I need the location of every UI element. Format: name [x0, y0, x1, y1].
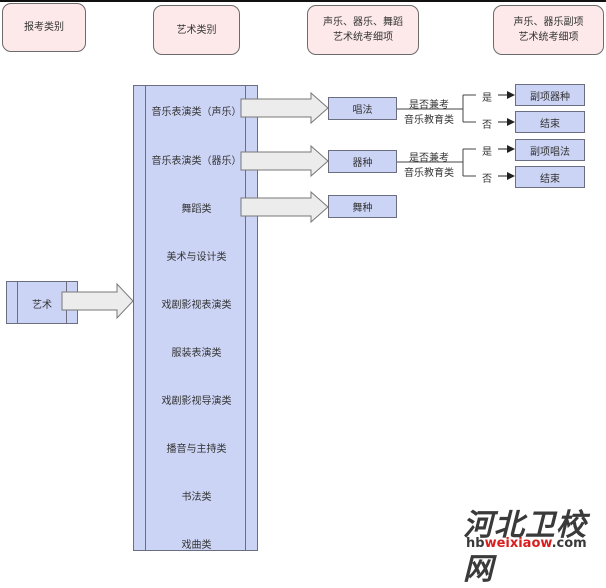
header-detail: 声乐、器乐、舞蹈 艺术统考细项	[307, 5, 419, 55]
detail-node-singing: 唱法	[328, 97, 397, 120]
detail-label: 舞种	[352, 203, 373, 214]
outcome-label: 副项唱法	[530, 146, 570, 158]
branch-yes-label: 是	[482, 147, 492, 158]
art-category-list: 音乐表演类（声乐） 音乐表演类（器乐） 舞蹈类 美术与设计类 戏剧影视表演类 服…	[133, 85, 258, 551]
block-arrow-vocal	[240, 91, 329, 125]
header-art-category: 艺术类别	[153, 5, 240, 55]
header-sub: 声乐、器乐副项 艺术统考细项	[493, 5, 604, 55]
outcome-label: 结束	[540, 118, 560, 130]
outcome-end: 结束	[515, 166, 585, 188]
connector-layer	[61, 91, 515, 320]
category-item: 舞蹈类	[181, 204, 212, 215]
category-item: 音乐表演类（声乐）	[151, 107, 242, 118]
divider	[145, 86, 146, 550]
outcome-end: 结束	[515, 111, 585, 133]
detail-node-instrument: 器种	[328, 150, 397, 173]
question-line1: 是否兼考	[409, 100, 449, 111]
header-detail-line2: 艺术统考细项	[333, 32, 393, 43]
watermark-url-prefix: hb	[466, 536, 485, 551]
header-category: 报考类别	[2, 3, 86, 52]
block-arrow-instrument	[240, 144, 329, 178]
detail-label: 唱法	[352, 105, 373, 116]
block-arrow-source	[61, 282, 134, 320]
question-line2: 音乐教育类	[404, 168, 454, 179]
question-line1: 是否兼考	[409, 153, 449, 164]
watermark-url-suffix: .com	[551, 536, 587, 551]
header-category-label: 报考类别	[24, 22, 64, 33]
watermark-url: hbweixiaow.com	[466, 536, 587, 551]
block-arrow-dance	[240, 190, 329, 224]
question-line2: 音乐教育类	[404, 115, 454, 126]
branch-yes-label: 是	[482, 93, 492, 104]
outcome-sub-instrument: 副项器种	[515, 84, 585, 106]
outcome-label: 结束	[540, 173, 560, 185]
header-sub-line2: 艺术统考细项	[518, 32, 579, 43]
category-item: 美术与设计类	[166, 252, 227, 263]
detail-node-dance: 舞种	[328, 195, 397, 218]
header-art-category-label: 艺术类别	[176, 24, 217, 36]
top-border	[0, 0, 606, 2]
category-item: 戏曲类	[181, 540, 212, 551]
branch-no-label: 否	[482, 174, 492, 185]
outcome-label: 副项器种	[530, 91, 570, 103]
divider	[245, 86, 246, 550]
detail-label: 器种	[352, 158, 373, 169]
category-item: 播音与主持类	[166, 444, 227, 455]
category-item: 戏剧影视表演类	[161, 300, 232, 311]
divider	[17, 282, 18, 323]
category-item: 音乐表演类（器乐）	[151, 156, 242, 167]
watermark-url-highlight: weixiaow	[484, 536, 552, 551]
branch-no-label: 否	[482, 120, 492, 131]
category-item: 服装表演类	[171, 348, 222, 359]
outcome-sub-singing: 副项唱法	[515, 139, 585, 161]
header-detail-line1: 声乐、器乐、舞蹈	[323, 17, 403, 28]
category-item: 戏剧影视导演类	[161, 396, 232, 407]
category-item: 书法类	[181, 492, 212, 503]
source-label: 艺术	[32, 300, 52, 311]
header-sub-line1: 声乐、器乐副项	[513, 17, 584, 28]
